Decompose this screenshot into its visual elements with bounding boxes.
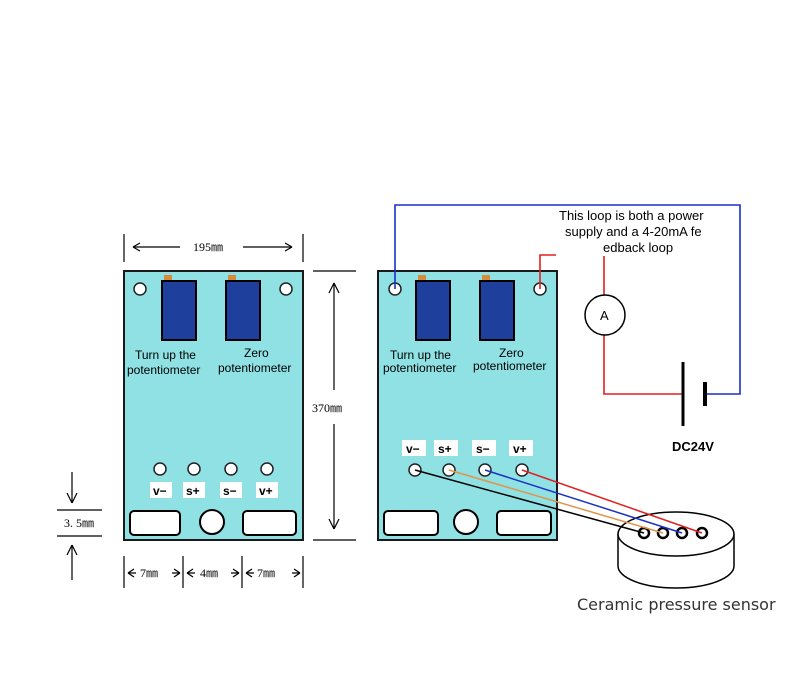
right-center-hole — [453, 509, 479, 535]
left-terminal-label-2: s+ — [186, 484, 200, 498]
left-pot2-label-line2: potentiometer — [218, 361, 291, 375]
right-terminal-label-bg-2 — [434, 440, 458, 456]
left-terminal-label-1: v− — [153, 484, 167, 498]
right-terminal-label-bg-4 — [509, 440, 533, 456]
right-slot-right — [496, 510, 552, 536]
dim-height — [313, 270, 356, 541]
right-pot2-label-line2: potentiometer — [473, 359, 546, 373]
left-pot2-label-line1: Zero — [244, 346, 269, 360]
ammeter-label: A — [600, 308, 609, 323]
right-terminal-label-1: v− — [406, 442, 420, 456]
right-slot-left — [383, 510, 439, 536]
dim-width — [123, 234, 304, 262]
left-pot2-tab — [228, 275, 236, 281]
right-terminal-label-bg-1 — [402, 440, 426, 456]
loop-note-line2: supply and a 4-20mA fe — [565, 224, 702, 239]
dim-bottom-right-label: 7㎜ — [257, 566, 275, 580]
dim-bottom-left-label: 7㎜ — [140, 566, 158, 580]
loop-note-bg — [556, 206, 730, 256]
right-pot1-tab — [418, 275, 426, 281]
right-terminal-label-4: v+ — [513, 442, 527, 456]
right-pot2-label-line1: Zero — [499, 346, 524, 360]
left-slot-right — [242, 510, 297, 536]
battery-icon — [681, 362, 707, 426]
left-terminal-label-bg-3 — [220, 482, 242, 498]
left-board-body — [123, 270, 304, 541]
loop-note-line1: This loop is both a power — [559, 208, 704, 223]
left-terminal-label-bg-2 — [183, 482, 205, 498]
supply-label: DC24V — [672, 439, 714, 454]
sensor-wire-black — [414, 469, 645, 534]
dim-hole-gap — [57, 472, 102, 580]
left-pot1-tab — [164, 275, 172, 281]
right-terminal-label-3: s− — [476, 442, 490, 456]
right-pot2-tab — [482, 275, 490, 281]
right-terminal-label-bg-3 — [472, 440, 496, 456]
left-pot2 — [225, 280, 261, 341]
left-pot1-label-line2: potentiometer — [127, 363, 200, 377]
left-terminal-label-bg-4 — [256, 482, 278, 498]
left-terminal-hole-3 — [224, 462, 238, 476]
sensor-wire-blue — [484, 469, 683, 534]
dim-bottom-mid-label: 4㎜ — [200, 566, 218, 580]
right-pot1 — [415, 280, 451, 341]
sensor-caption: Ceramic pressure sensor — [577, 595, 776, 614]
left-board: Turn up the potentiometer Zero potentiom… — [123, 270, 304, 541]
loop-wire-blue — [394, 204, 741, 395]
left-terminal-label-4: v+ — [259, 484, 273, 498]
right-terminal-label-2: s+ — [438, 442, 452, 456]
left-terminal-hole-2 — [187, 462, 201, 476]
left-mount-hole-tr — [279, 282, 293, 296]
left-center-hole — [199, 509, 225, 535]
ammeter — [584, 294, 626, 336]
left-terminal-label-bg-1 — [150, 482, 172, 498]
sensor-wire-red — [521, 469, 703, 534]
right-board-body — [377, 270, 558, 541]
sensor-wire-orange — [448, 469, 664, 534]
left-pot1-label-line1: Turn up the — [135, 348, 196, 362]
left-pot1 — [161, 280, 197, 341]
loop-wire-red-return — [603, 335, 682, 395]
right-pot1-label-line1: Turn up the — [390, 348, 451, 362]
right-board: Turn up the potentiometer Zero potentiom… — [377, 270, 558, 541]
left-slot-left — [129, 510, 181, 536]
left-terminal-hole-4 — [260, 462, 274, 476]
left-terminal-hole-1 — [153, 462, 167, 476]
dim-width-label: 195㎜ — [193, 240, 223, 254]
right-pot2 — [479, 280, 515, 341]
dim-height-label: 370㎜ — [312, 401, 342, 415]
loop-note-line3: edback loop — [603, 240, 673, 255]
left-terminal-label-3: s− — [223, 484, 237, 498]
dim-hole-gap-label: 3. 5㎜ — [64, 516, 94, 530]
dim-bottom — [123, 556, 304, 588]
left-mount-hole-tl — [133, 282, 147, 296]
ceramic-pressure-sensor — [617, 511, 735, 589]
right-pot1-label-line2: potentiometer — [383, 361, 456, 375]
